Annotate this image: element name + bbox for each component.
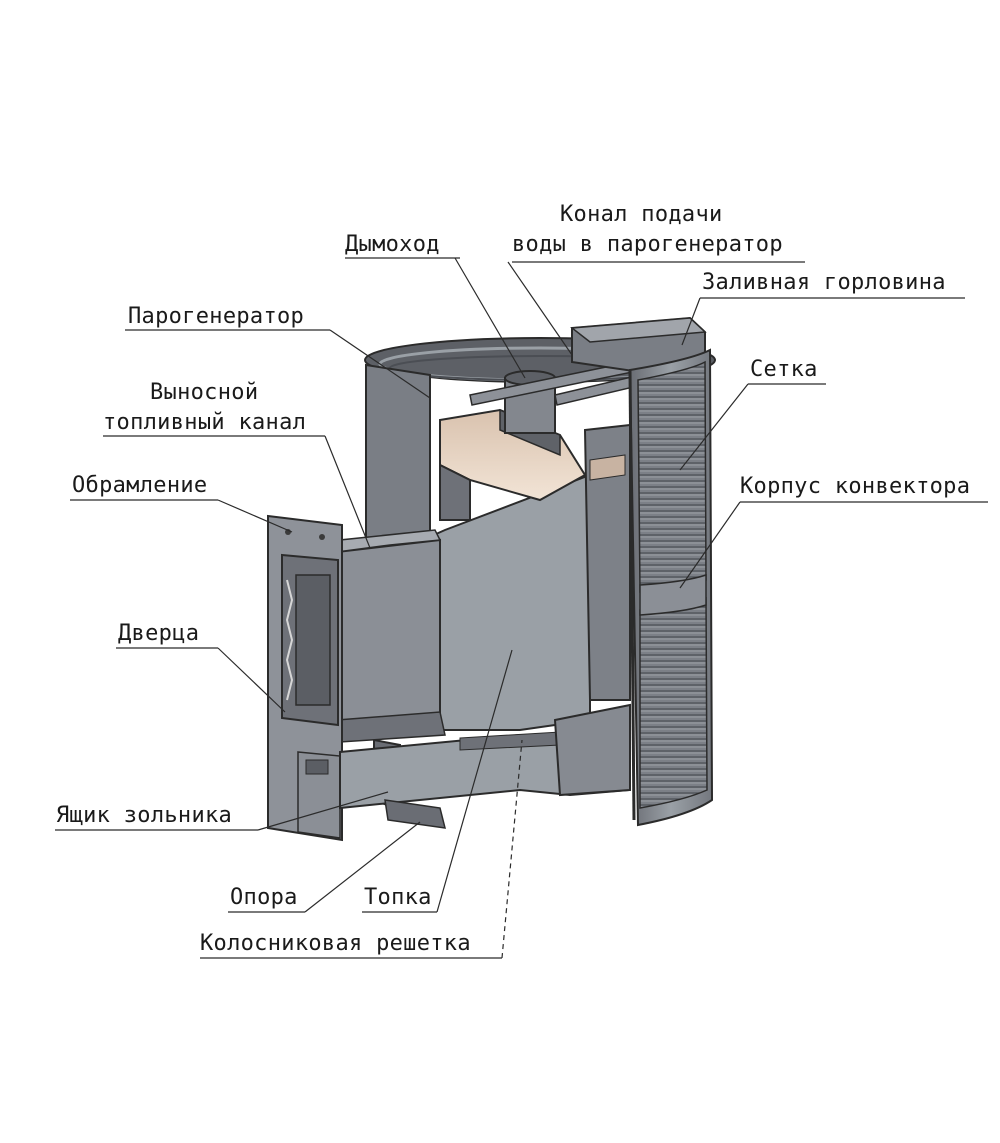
- label-vynosnoy-line1: Выносной: [150, 380, 259, 405]
- label-zalivnaya-gorlovina: Заливная горловина: [702, 270, 946, 295]
- external-fuel-channel: [336, 529, 446, 743]
- convector-body: [628, 348, 714, 827]
- support: [384, 799, 446, 829]
- label-dymohod: Дымоход: [345, 232, 440, 257]
- door: [281, 553, 339, 727]
- label-kolosnikovaya-reshetka: Колосниковая решетка: [200, 931, 471, 956]
- label-setka: Сетка: [750, 357, 818, 382]
- label-opora: Опора: [230, 885, 298, 910]
- label-kanal-line1: Конал подачи: [560, 202, 723, 227]
- label-topka: Топка: [364, 885, 432, 910]
- leader-lines: [55, 257, 988, 959]
- label-obramlenie: Обрамление: [72, 473, 208, 498]
- label-korpus-konvektora: Корпус конвектора: [740, 474, 971, 499]
- ash-box: [297, 751, 341, 839]
- label-vynosnoy-line2: топливный канал: [103, 410, 307, 435]
- grate-frame: [339, 703, 631, 810]
- label-dverca: Дверца: [118, 621, 200, 646]
- label-kanal-line2: воды в парогенератор: [512, 232, 783, 257]
- filler-neck: [570, 316, 707, 374]
- label-parogenerator: Парогенератор: [128, 304, 305, 329]
- label-yashik-zolnika: Ящик зольника: [56, 803, 233, 828]
